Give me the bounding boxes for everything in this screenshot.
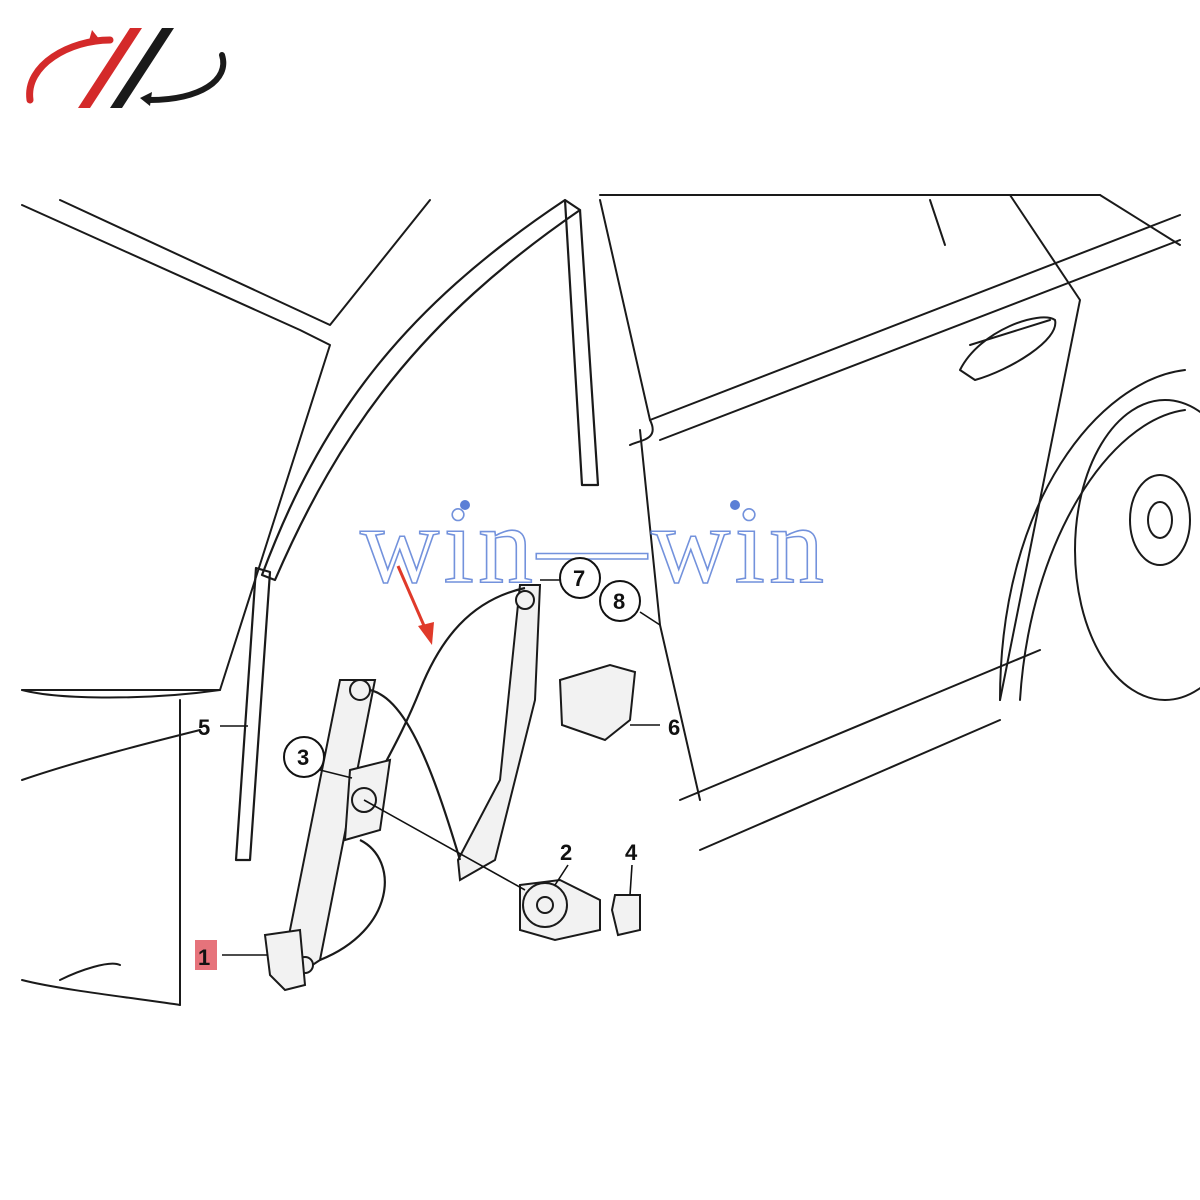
logo-slash-dark xyxy=(110,28,174,108)
callout-8-label: 8 xyxy=(613,589,625,614)
callout-1: 1 xyxy=(195,940,217,970)
watermark-dot-left xyxy=(460,500,470,510)
front-side-marker xyxy=(59,962,121,981)
regulator-top-pulley-rear xyxy=(515,590,535,610)
callout-8: 8 xyxy=(599,580,641,622)
logo-swoosh-right xyxy=(147,52,227,103)
rear-door-top-edge xyxy=(929,199,946,246)
leader-2 xyxy=(554,864,569,886)
callout-7-circle xyxy=(559,557,601,599)
window-regulator-assembly xyxy=(263,584,542,992)
callout-7: 7 xyxy=(559,557,601,599)
callout-7-label: 7 xyxy=(573,566,585,591)
rear-door-trailing-edge xyxy=(999,194,1081,701)
callout-2-label: 2 xyxy=(560,840,572,865)
hub-center xyxy=(1147,501,1173,539)
logo-star-top xyxy=(88,30,100,44)
brand-logo xyxy=(26,28,227,108)
window-motor xyxy=(519,878,601,942)
door-handle-inner xyxy=(969,319,1051,346)
rocker-line-2 xyxy=(699,719,1001,851)
callout-3: 3 xyxy=(283,736,325,778)
roof-line-rear xyxy=(1099,194,1181,246)
red-arrow-head xyxy=(418,622,434,645)
leader-3-motor xyxy=(363,799,526,891)
rocker-line xyxy=(679,649,1041,801)
front-body-crease xyxy=(21,729,201,781)
regulator-top-pulley-front xyxy=(349,679,371,701)
red-arrow xyxy=(396,565,434,645)
front-lower-line xyxy=(21,979,181,1006)
red-arrow-shaft xyxy=(396,565,427,629)
leader-8 xyxy=(639,611,661,626)
door-seal-strip xyxy=(234,566,272,862)
leader-lines xyxy=(220,579,661,956)
car-body-outline xyxy=(21,194,1200,1006)
watermark-dot-right xyxy=(730,500,740,510)
logo-slash-red xyxy=(78,28,142,108)
rear-door-belt-line-2 xyxy=(659,239,1181,441)
regulator-cable-bottom xyxy=(319,839,386,962)
mounting-bracket xyxy=(558,663,637,742)
b-pillar-seal xyxy=(563,199,600,487)
roof-line-left xyxy=(59,199,431,326)
rear-window-outline xyxy=(21,204,331,691)
motor-gear-center xyxy=(536,896,554,914)
wheel-arch-outer xyxy=(999,369,1186,701)
callout-6-label: 6 xyxy=(668,715,680,740)
callout-3-circle xyxy=(283,736,325,778)
callout-4-label: 4 xyxy=(625,840,638,865)
tire xyxy=(1074,399,1200,701)
callout-8-circle xyxy=(599,580,641,622)
leader-3 xyxy=(319,769,353,779)
logo-star-bottom xyxy=(140,92,152,106)
rear-wheel xyxy=(999,369,1200,701)
regulator-bottom-bracket xyxy=(263,928,307,992)
leader-4 xyxy=(629,864,633,896)
wheel-arch-inner xyxy=(1019,409,1186,701)
callout-3-label: 3 xyxy=(297,745,309,770)
regulator-cable-cross xyxy=(354,688,462,861)
callout-1-label: 1 xyxy=(198,945,210,970)
motor-connector xyxy=(610,894,641,937)
rear-window-bottom xyxy=(21,689,221,699)
hub xyxy=(1129,474,1191,566)
regulator-rear-rail xyxy=(456,584,542,882)
callout-1-highlight xyxy=(195,940,217,970)
rear-door-leading-edge xyxy=(599,199,654,446)
callout-5-label: 5 xyxy=(198,715,210,740)
rear-door-belt-line xyxy=(649,214,1181,421)
door-handle xyxy=(959,316,1057,381)
